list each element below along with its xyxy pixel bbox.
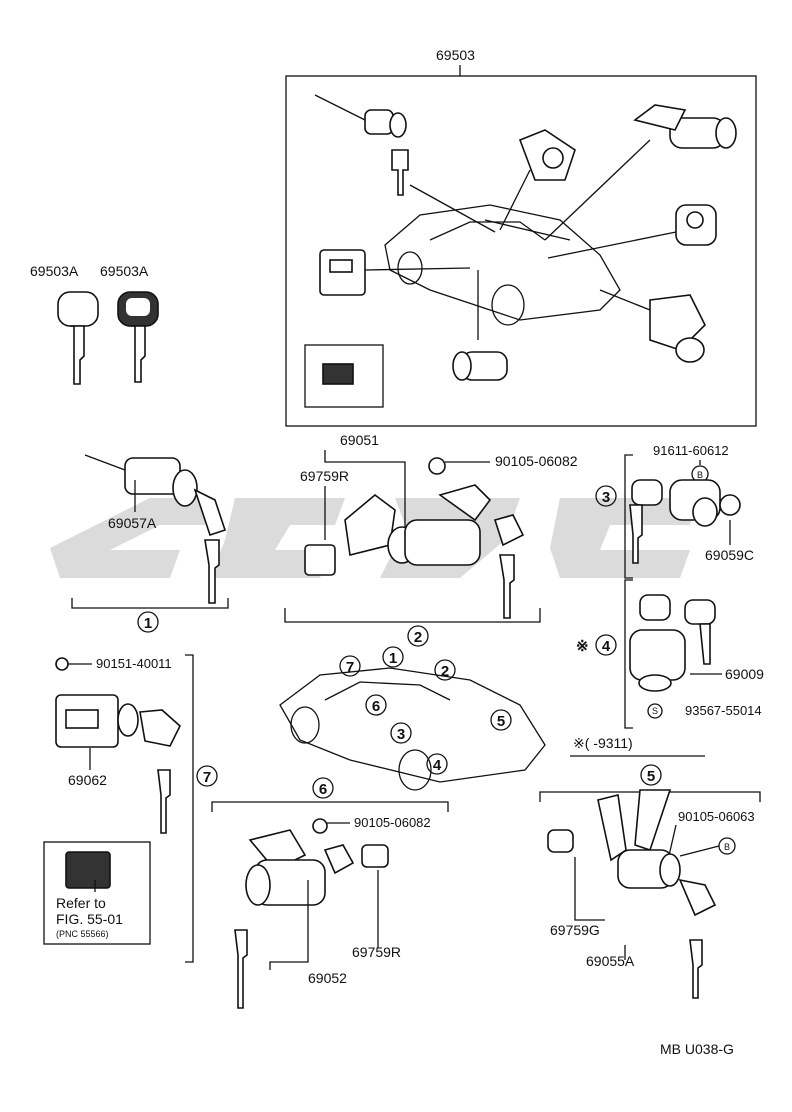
- fuel-lid-lock-kit: [547, 204, 717, 259]
- label-69052: 69052: [308, 970, 347, 986]
- door-lock-left-kit: [319, 249, 471, 296]
- callout-4-car-text: 4: [433, 757, 442, 774]
- refer-line-2: FIG. 55-01: [56, 911, 123, 927]
- callout-1-car: [382, 646, 404, 668]
- callout-2-text: 2: [414, 629, 422, 646]
- callout-4-car: [426, 753, 448, 775]
- callout-6-car-text: 6: [372, 698, 380, 715]
- label-69059C: 69059C: [705, 547, 754, 563]
- callout-3-car-text: 3: [397, 726, 405, 743]
- callout-5-text: 5: [647, 768, 655, 785]
- trunk-lock-cylinder-69059C: [629, 479, 741, 564]
- label-69062: 69062: [68, 772, 107, 788]
- group-bracket-4: [624, 579, 633, 729]
- label-69759G: 69759G: [550, 922, 600, 938]
- label-69057A: 69057A: [108, 515, 157, 531]
- refer-card-kit: [304, 344, 384, 408]
- callout-7-car: [339, 655, 361, 677]
- callout-5-car: [490, 709, 512, 731]
- callout-7-left: [196, 765, 218, 787]
- callout-7-car-text: 7: [346, 659, 354, 676]
- label-69009: 69009: [725, 666, 764, 682]
- rear-lock-kit: [599, 289, 706, 363]
- callout-5: [640, 764, 662, 786]
- callout-4-text: 4: [602, 638, 611, 655]
- group-bracket-7: [185, 654, 194, 963]
- bolt-icon-mid: [312, 818, 328, 834]
- refer-box: [43, 841, 151, 945]
- label-90105-06082-top: 90105-06082: [495, 453, 578, 469]
- letter-S-circle: [647, 703, 663, 719]
- label-69503A-right: 69503A: [100, 263, 149, 279]
- door-lock-69062: [55, 694, 181, 834]
- callout-7-left-text: 7: [203, 769, 211, 786]
- callout-5-car-text: 5: [497, 713, 505, 730]
- callout-3: [595, 485, 617, 507]
- callout-1-text: 1: [144, 615, 152, 632]
- callout-6: [312, 777, 334, 799]
- label-69759R-top: 69759R: [300, 468, 349, 484]
- label-91611-60612: 91611-60612: [653, 443, 729, 458]
- callout-1-car-text: 1: [389, 650, 397, 667]
- screw-icon-90151: [55, 657, 69, 671]
- label-93567-55014: 93567-55014: [685, 703, 762, 718]
- car-illustration-kit: [384, 204, 621, 326]
- label-69503A-left: 69503A: [30, 263, 79, 279]
- callout-3-car: [390, 722, 412, 744]
- label-90151-40011: 90151-40011: [96, 656, 172, 671]
- callout-4: [595, 634, 617, 656]
- trunk-lock-kit: [544, 104, 737, 241]
- callout-2-car-text: 2: [441, 663, 449, 680]
- label-69055A: 69055A: [586, 953, 635, 969]
- group-bracket-3: [624, 454, 633, 579]
- door-lock-cylinder-69055A: [547, 789, 717, 999]
- letter-B-top: B: [697, 470, 703, 480]
- group-bracket-6: [211, 801, 449, 812]
- car-illustration-center: [279, 667, 546, 791]
- footer-code: MB U038-G: [660, 1041, 734, 1057]
- bolt-icon-top: [428, 457, 446, 475]
- door-lock-bottom-kit: [452, 270, 508, 381]
- leader-69051: [324, 450, 406, 540]
- label-69759R-bottom: 69759R: [352, 944, 401, 960]
- glove-box-lock-kit: [499, 129, 576, 231]
- leader-69759G: [574, 857, 605, 921]
- fuel-lid-lock-69009: [629, 594, 716, 692]
- kit-box-69503: [285, 75, 757, 427]
- callout-6-car: [365, 694, 387, 716]
- refer-line-1: Refer to: [56, 895, 106, 911]
- callout-1: [137, 611, 159, 633]
- door-lock-cylinder-69051: [304, 484, 525, 619]
- letter-B-bottom: B: [724, 842, 730, 852]
- label-90105-06082-mid: 90105-06082: [354, 815, 431, 830]
- group-bracket-1: [71, 598, 229, 609]
- callout-6-text: 6: [319, 781, 327, 798]
- door-lock-cylinder-69052: [234, 829, 389, 1009]
- group-bracket-2: [284, 608, 541, 623]
- refer-card-icon: [65, 851, 111, 889]
- callout-2-car: [434, 659, 456, 681]
- key-icon-right: [117, 291, 159, 383]
- label-69503: 69503: [436, 47, 475, 63]
- asterisk-mark: ※: [576, 638, 589, 655]
- callout-2: [407, 625, 429, 647]
- ignition-cylinder-69057A: [84, 454, 227, 604]
- serial-note: ※( -9311): [573, 735, 633, 751]
- label-69051: 69051: [340, 432, 379, 448]
- key-icon-left: [57, 291, 99, 385]
- refer-line-3: (PNC 55566): [56, 929, 109, 939]
- ignition-cylinder-kit: [314, 94, 496, 233]
- callout-3-text: 3: [602, 489, 610, 506]
- label-90105-06063: 90105-06063: [678, 809, 755, 824]
- leader-69052: [269, 880, 309, 970]
- letter-S: S: [652, 706, 658, 716]
